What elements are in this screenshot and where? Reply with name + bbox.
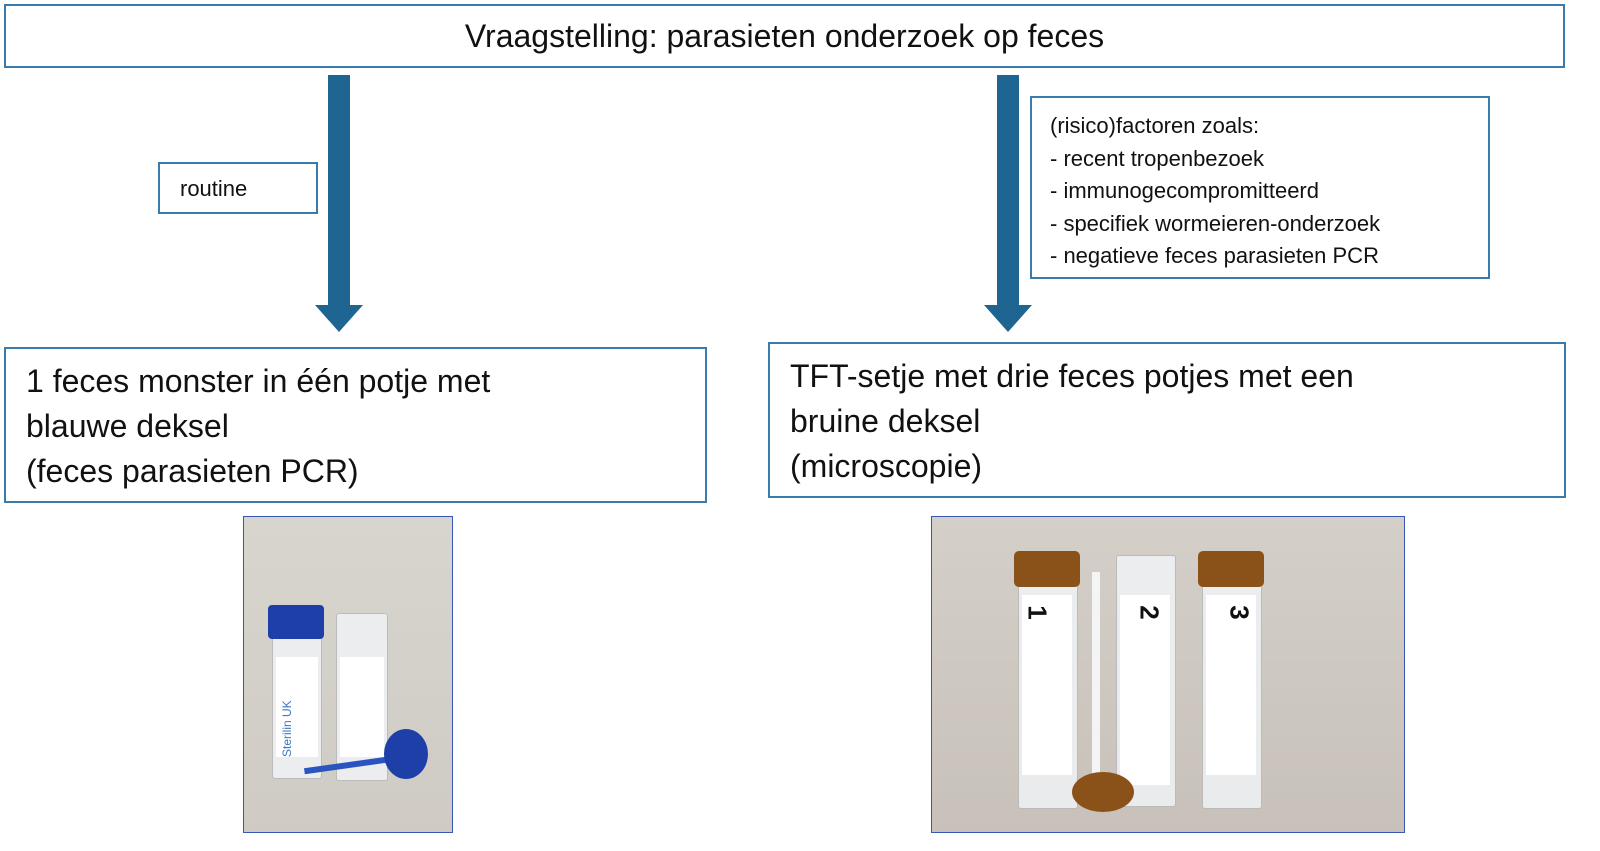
question-title-box: Vraagstelling: parasieten onderzoek op f…: [4, 4, 1565, 68]
result-line: blauwe deksel: [26, 408, 229, 444]
tube-number: 1: [1022, 605, 1053, 620]
tube-number: 3: [1224, 605, 1255, 620]
risk-factor-item: - recent tropenbezoek: [1050, 145, 1265, 171]
result-line: (feces parasieten PCR): [26, 453, 359, 489]
pcr-result-box: 1 feces monster in één potje met blauwe …: [4, 347, 707, 503]
risk-factors-box: (risico)factoren zoals: - recent tropenb…: [1030, 96, 1490, 279]
risk-factors-heading: (risico)factoren zoals:: [1050, 113, 1260, 138]
blue-cap-container-photo: Sterilin UK: [243, 516, 453, 833]
brown-cap-tft-set-photo: 1 2 3: [931, 516, 1405, 833]
result-line: bruine deksel: [790, 403, 981, 439]
result-line: (microscopie): [790, 448, 983, 484]
question-title: Vraagstelling: parasieten onderzoek op f…: [464, 17, 1105, 54]
brand-text: Sterilin UK: [280, 700, 294, 757]
tube-number: 2: [1134, 605, 1165, 620]
risk-factor-item: - specifiek wormeieren-onderzoek: [1050, 210, 1381, 236]
tft-result-box: TFT-setje met drie feces potjes met een …: [768, 342, 1566, 498]
result-line: 1 feces monster in één potje met: [26, 363, 491, 399]
result-line: TFT-setje met drie feces potjes met een: [790, 358, 1354, 394]
routine-label-box: routine: [158, 162, 318, 214]
risk-factor-item: - immunogecompromitteerd: [1050, 178, 1319, 203]
risk-factor-item: - negatieve feces parasieten PCR: [1050, 243, 1379, 268]
routine-label: routine: [180, 176, 248, 201]
